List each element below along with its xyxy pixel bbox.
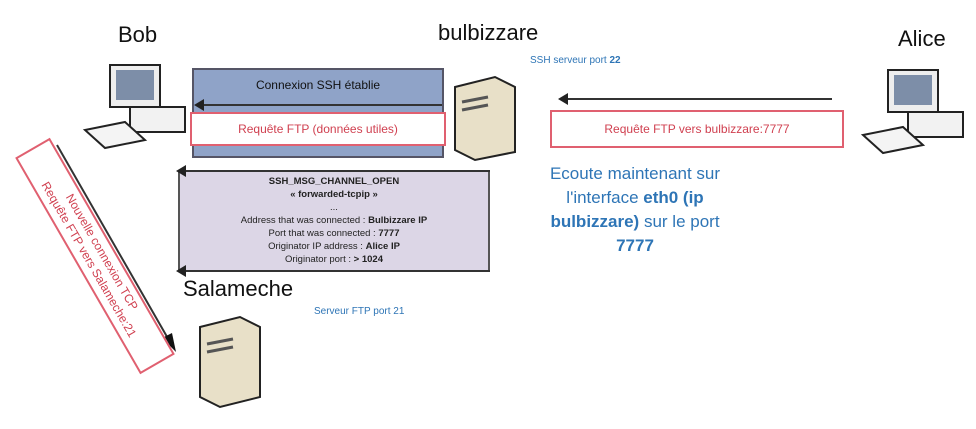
bulbizzare-label: bulbizzare [438, 20, 539, 45]
tunnel-arrow [194, 99, 442, 111]
listen-line4: 7777 [616, 236, 654, 255]
channel-row: Originator IP address : Alice IP [268, 241, 400, 252]
listen-line1: Ecoute maintenant sur [549, 164, 721, 183]
alice-label: Alice [898, 26, 946, 51]
channel-type: « forwarded-tcpip » [290, 189, 378, 200]
salameche-label: Salameche [183, 276, 294, 301]
bulbizzare-server-icon [454, 75, 516, 162]
ftp-payload-box: Requête FTP (données utiles) [190, 112, 446, 146]
bob-label: Bob [118, 22, 158, 47]
channel-row: Originator port : > 1024 [285, 254, 383, 265]
bob-computer-icon [82, 64, 186, 150]
alice-request-box: Requête FTP vers bulbizzare:7777 [550, 110, 844, 148]
salameche-server-icon [199, 315, 261, 409]
alice-arrow [558, 93, 832, 105]
ellipsis: ... [330, 202, 338, 213]
ftp-server-note: Serveur FTP port 21 [314, 306, 405, 317]
channel-open-title: SSH_MSG_CHANNEL_OPEN [268, 176, 400, 187]
channel-row: Port that was connected : 7777 [268, 228, 400, 239]
listen-line2: l'interface eth0 (ip [566, 188, 704, 207]
channel-row: Address that was connected : Bulbizzare … [240, 215, 428, 226]
alice-computer-icon [860, 69, 964, 155]
listen-line3: bulbizzare) sur le port [550, 212, 720, 231]
channel-bottom-arrow [176, 265, 490, 277]
ssh-server-note: SSH serveur port 22 [530, 55, 621, 66]
ssh-tunnel-title: Connexion SSH établie [255, 78, 381, 92]
listen-note: Ecoute maintenant sur l'interface eth0 (… [500, 162, 770, 258]
channel-top-arrow [176, 165, 490, 177]
